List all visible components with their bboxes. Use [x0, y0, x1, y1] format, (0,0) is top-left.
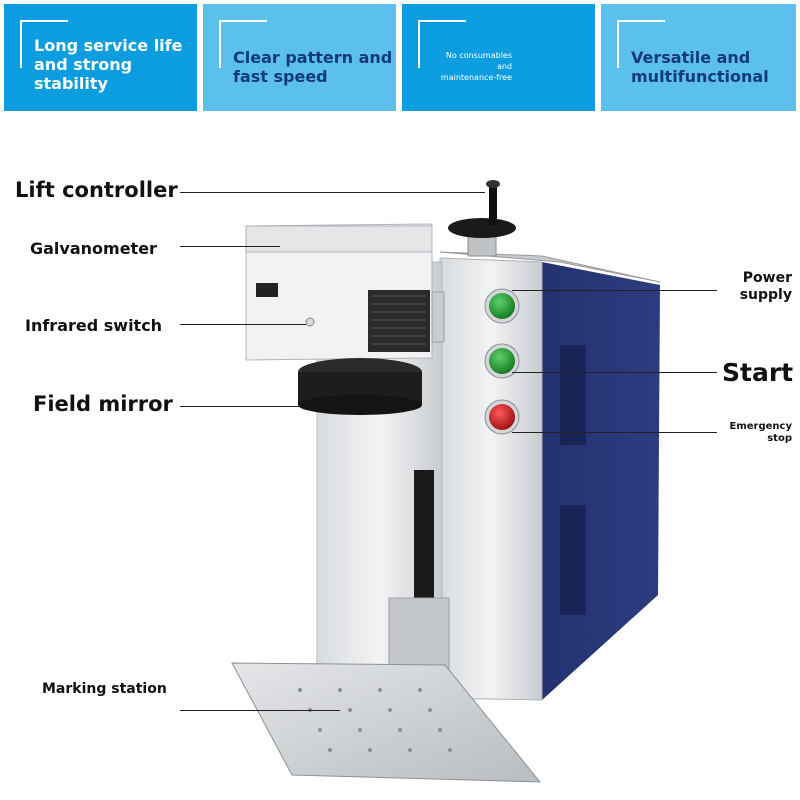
label-field-mirror: Field mirror	[33, 392, 173, 416]
feature-text: Long service life and strong stability	[34, 36, 183, 93]
callout-line-galvanometer	[180, 246, 280, 247]
feature-banner: Long service life and strong stability C…	[0, 0, 800, 112]
callout-line-start	[512, 372, 717, 373]
label-galvanometer: Galvanometer	[30, 239, 157, 258]
corner-bracket-icon	[418, 20, 466, 68]
marking-table	[231, 662, 542, 783]
feature-text: Clear pattern and fast speed	[233, 48, 393, 86]
lift-handle	[489, 183, 497, 225]
feature-text-line: No consumables	[445, 51, 512, 60]
label-line: Emergency	[729, 421, 792, 432]
cabinet-side-panel	[542, 262, 660, 700]
callout-line-lift	[180, 192, 485, 193]
emergency-stop-button	[489, 404, 515, 430]
callout-line-emergency	[512, 432, 717, 433]
callout-line-field-mirror	[180, 406, 300, 407]
feature-text: No consumables and maintenance-free	[436, 50, 512, 83]
callout-line-marking-station	[180, 710, 340, 711]
cabinet-top	[439, 251, 661, 283]
corner-bracket-icon	[20, 20, 68, 68]
spec-label	[256, 283, 278, 297]
feature-text-line: and	[496, 62, 512, 71]
power-button	[489, 293, 515, 319]
label-line: supply	[739, 287, 792, 303]
feature-card-no-consumables: No consumables and maintenance-free	[402, 4, 595, 111]
label-line: stop	[767, 433, 792, 444]
label-emergency-stop: Emergency stop	[712, 421, 792, 445]
label-marking-station: Marking station	[42, 681, 167, 697]
label-lift-controller: Lift controller	[15, 178, 178, 202]
label-line: Power	[742, 270, 792, 286]
vent-grille	[560, 345, 586, 615]
feature-text-line: maintenance-free	[440, 73, 512, 82]
corner-bracket-icon	[219, 20, 267, 68]
cabinet-front-panel	[439, 257, 543, 701]
feature-card-clear-pattern: Clear pattern and fast speed	[203, 4, 396, 111]
label-start: Start	[722, 358, 794, 387]
label-power-supply: Power supply	[722, 270, 792, 304]
callout-line-power	[512, 290, 717, 291]
label-infrared-switch: Infrared switch	[25, 316, 163, 335]
callout-line-infrared	[180, 324, 306, 325]
table-holes	[298, 688, 452, 752]
start-button	[489, 348, 515, 374]
feature-text: Versatile and multifunctional	[631, 48, 769, 86]
lift-slot	[414, 470, 434, 600]
heat-sink-fins	[372, 295, 426, 345]
infrared-switch-icon	[305, 317, 315, 327]
feature-card-service-life: Long service life and strong stability	[4, 4, 197, 111]
feature-card-versatile: Versatile and multifunctional	[601, 4, 796, 111]
lift-handwheel	[448, 218, 516, 238]
corner-bracket-icon	[617, 20, 665, 68]
heat-sink	[368, 290, 430, 352]
